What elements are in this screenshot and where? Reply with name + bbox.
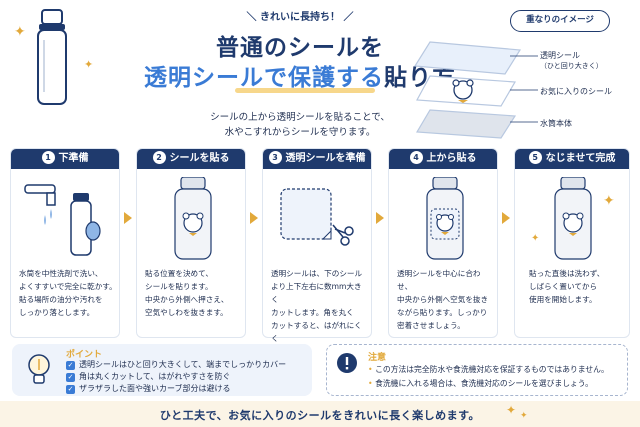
step-arrow-icon bbox=[502, 212, 510, 224]
sparkle-icon: ✦ bbox=[84, 58, 94, 71]
bottle-with-sticker-icon bbox=[174, 177, 212, 260]
step-description: 透明シールを中心に合わせ、 中央から外側へ空気を抜き ながら貼ります。しっかり … bbox=[397, 269, 489, 330]
clear-sticker-scissors-icon bbox=[280, 188, 354, 246]
footer-band bbox=[0, 401, 640, 427]
sparkle-icon: ✦ bbox=[506, 403, 517, 417]
tip-item: ✓ザラザラした面や強いカーブ部分は避ける bbox=[66, 384, 231, 394]
check-icon: ✓ bbox=[66, 361, 75, 370]
sparkle-icon: ✦ bbox=[531, 233, 540, 244]
layer-label-bottle-body: 水筒本体 bbox=[540, 119, 572, 128]
caution-item: • この方法は完全防水や食洗機対応を保証するものではありません。 bbox=[368, 365, 609, 374]
tip-item: ✓透明シールはひと回り大きくして、端までしっかりカバー bbox=[66, 360, 287, 370]
tip-item: ✓角は丸くカットして、はがれやすさを防ぐ bbox=[66, 372, 231, 382]
check-icon: ✓ bbox=[66, 385, 75, 394]
page-title-line1: 普通のシールを bbox=[216, 35, 384, 61]
bottle-covered-sticker-icon bbox=[426, 177, 464, 260]
step-description: 水筒を中性洗剤で洗い、 よくすすいで完全に乾かす。 貼る場所の油分や汚れを しっ… bbox=[19, 269, 117, 317]
layer-image-bubble: 重なりのイメージ bbox=[510, 10, 610, 32]
exclamation-icon bbox=[337, 353, 357, 373]
layer-label-clear-sticker: 透明シール bbox=[540, 51, 580, 60]
title-highlight bbox=[235, 88, 375, 93]
check-icon: ✓ bbox=[66, 373, 75, 382]
lead-text: シールの上から透明シールを貼ることで、 水やこすれからシールを守ります。 bbox=[210, 112, 390, 138]
tips-box bbox=[12, 344, 312, 396]
caution-box bbox=[326, 344, 628, 396]
finished-bottle-icon bbox=[554, 177, 592, 260]
layer-stack-illustration bbox=[413, 41, 522, 139]
step-description: 貼った直後は洗わず、 しばらく置いてから 使用を開始します。 bbox=[529, 269, 605, 304]
footer-message: ひと工夫で、お気に入りのシールをきれいに長く楽しめます。 bbox=[159, 409, 481, 422]
faucet-washing-icon bbox=[24, 184, 101, 256]
caution-title: 注意 bbox=[368, 353, 387, 363]
step-arrow-icon bbox=[376, 212, 384, 224]
sparkle-icon: ✦ bbox=[14, 24, 26, 40]
page-title-line2: 透明シールで保護する貼り方 bbox=[144, 65, 456, 91]
water-bottle-icon bbox=[37, 9, 67, 105]
layer-label-favorite-sticker: お気に入りのシール bbox=[540, 87, 612, 96]
layer-label-clear-sticker-note: （ひと回り大きく） bbox=[540, 62, 603, 70]
tips-title: ポイント bbox=[66, 350, 103, 360]
layer-leader-lines bbox=[510, 55, 538, 123]
step-arrow-icon bbox=[250, 212, 258, 224]
sparkle-icon: ✦ bbox=[603, 193, 615, 209]
tagline: ＼ きれいに長持ち！ ／ bbox=[246, 12, 354, 23]
step-arrow-icon bbox=[124, 212, 132, 224]
caution-item: • 食洗機に入れる場合は、食洗機対応のシールを選びましょう。 bbox=[368, 379, 593, 388]
step-description: 貼る位置を決めて、 シールを貼ります。 中央から外側へ押さえ、 空気やしわを抜き… bbox=[145, 269, 229, 317]
lightbulb-icon bbox=[28, 354, 50, 384]
sparkle-icon: ✦ bbox=[520, 411, 528, 421]
